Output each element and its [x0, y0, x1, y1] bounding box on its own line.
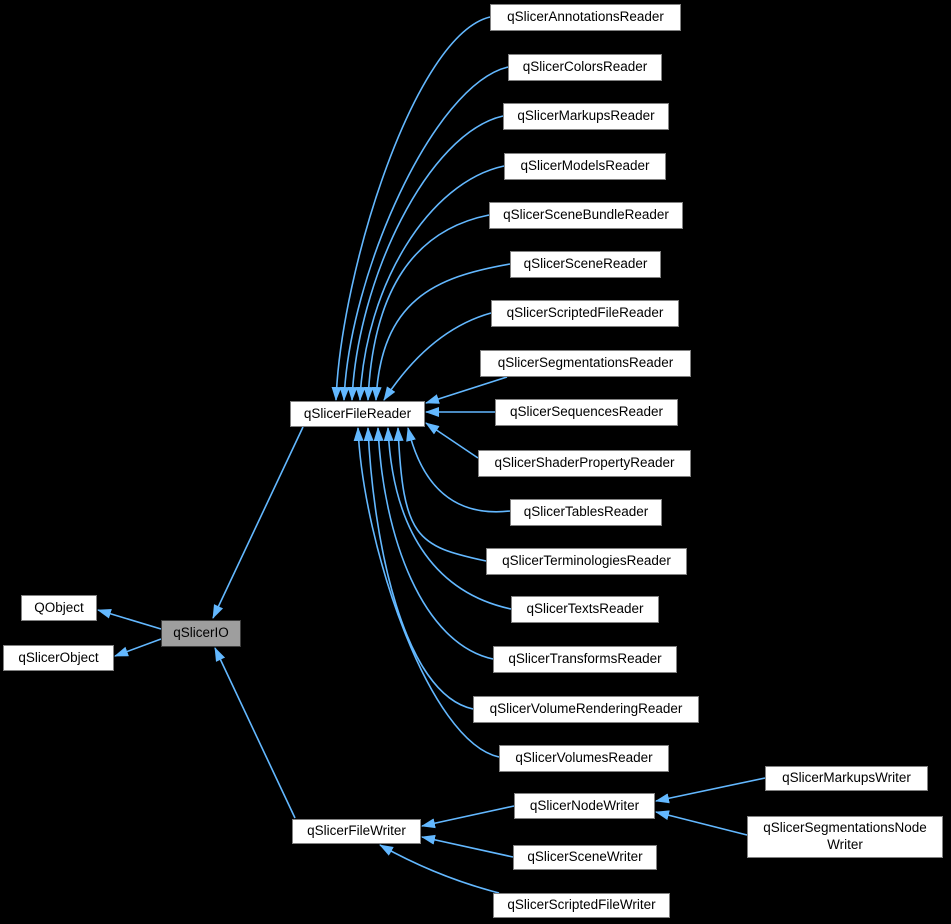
class-node-qSlicerSceneBundleReader[interactable]: qSlicerSceneBundleReader [489, 202, 683, 229]
class-node-qSlicerShaderPropertyReader[interactable]: qSlicerShaderPropertyReader [478, 450, 691, 477]
class-node-qSlicerMarkupsWriter[interactable]: qSlicerMarkupsWriter [765, 766, 928, 791]
class-node-qSlicerMarkupsReader[interactable]: qSlicerMarkupsReader [503, 103, 669, 130]
class-node-qSlicerSequencesReader[interactable]: qSlicerSequencesReader [495, 399, 678, 426]
inheritance-edge-qSlicerColorsReader-to-qSlicerFileReader [339, 66, 509, 401]
inheritance-edge-qSlicerVolumeRenderingReader-to-qSlicerFileReader [363, 427, 474, 710]
inheritance-edge-qSlicerTerminologiesReader-to-qSlicerFileReader [393, 427, 487, 562]
inheritance-edge-qSlicerSceneWriter-to-qSlicerFileWriter [421, 834, 514, 858]
class-node-qSlicerSegmentationsNodeWriter[interactable]: qSlicerSegmentationsNode Writer [747, 816, 943, 858]
class-node-qSlicerScriptedFileReader[interactable]: qSlicerScriptedFileReader [491, 300, 679, 327]
class-node-qSlicerTablesReader[interactable]: qSlicerTablesReader [510, 499, 662, 526]
inheritance-edge-qSlicerNodeWriter-to-qSlicerFileWriter [421, 805, 515, 829]
class-node-qSlicerFileWriter[interactable]: qSlicerFileWriter [292, 819, 421, 844]
inheritance-edge-qSlicerSceneBundleReader-to-qSlicerFileReader [363, 214, 490, 401]
class-node-qSlicerSceneWriter[interactable]: qSlicerSceneWriter [513, 845, 657, 870]
class-node-qSlicerAnnotationsReader[interactable]: qSlicerAnnotationsReader [490, 4, 681, 31]
inheritance-edge-qSlicerTransformsReader-to-qSlicerFileReader [373, 427, 494, 660]
inheritance-edge-qSlicerTextsReader-to-qSlicerFileReader [383, 427, 512, 610]
inheritance-edge-qSlicerSegmentationsReader-to-qSlicerFileReader [425, 376, 508, 404]
class-node-QObject[interactable]: QObject [21, 595, 97, 621]
inheritance-edge-qSlicerMarkupsReader-to-qSlicerFileReader [347, 115, 504, 401]
class-node-qSlicerFileReader[interactable]: qSlicerFileReader [290, 401, 425, 427]
inheritance-edge-qSlicerFileWriter-to-qSlicerIO [214, 647, 296, 819]
inheritance-edge-qSlicerFileReader-to-qSlicerIO [212, 426, 304, 619]
inheritance-edge-qSlicerAnnotationsReader-to-qSlicerFileReader [331, 16, 491, 401]
inheritance-edge-qSlicerScriptedFileWriter-to-qSlicerFileWriter [379, 844, 500, 894]
class-node-qSlicerObject[interactable]: qSlicerObject [3, 645, 114, 671]
class-node-qSlicerIO: qSlicerIO [161, 620, 241, 647]
inheritance-edge-qSlicerSceneReader-to-qSlicerFileReader [371, 263, 511, 401]
inheritance-edge-qSlicerMarkupsWriter-to-qSlicerNodeWriter [655, 777, 766, 804]
class-node-qSlicerTerminologiesReader[interactable]: qSlicerTerminologiesReader [486, 548, 687, 575]
class-node-qSlicerVolumeRenderingReader[interactable]: qSlicerVolumeRenderingReader [473, 696, 699, 723]
inheritance-edge-qSlicerModelsReader-to-qSlicerFileReader [355, 165, 505, 401]
class-node-qSlicerVolumesReader[interactable]: qSlicerVolumesReader [499, 745, 669, 772]
class-node-qSlicerSegmentationsReader[interactable]: qSlicerSegmentationsReader [480, 350, 691, 377]
class-node-qSlicerColorsReader[interactable]: qSlicerColorsReader [508, 54, 662, 81]
inheritance-edge-qSlicerTablesReader-to-qSlicerFileReader [406, 427, 511, 513]
class-node-qSlicerSceneReader[interactable]: qSlicerSceneReader [510, 251, 661, 278]
class-node-qSlicerScriptedFileWriter[interactable]: qSlicerScriptedFileWriter [493, 893, 670, 918]
inheritance-edge-qSlicerScriptedFileReader-to-qSlicerFileReader [383, 312, 492, 401]
class-node-qSlicerNodeWriter[interactable]: qSlicerNodeWriter [514, 793, 655, 819]
inheritance-edge-qSlicerIO-to-QObject [97, 608, 162, 630]
inheritance-edge-qSlicerSegmentationsNodeWriter-to-qSlicerNodeWriter [655, 810, 748, 836]
class-node-qSlicerTextsReader[interactable]: qSlicerTextsReader [511, 596, 659, 623]
inheritance-edge-qSlicerShaderPropertyReader-to-qSlicerFileReader [425, 422, 479, 459]
class-node-qSlicerModelsReader[interactable]: qSlicerModelsReader [504, 153, 666, 180]
class-node-qSlicerTransformsReader[interactable]: qSlicerTransformsReader [493, 646, 677, 673]
inheritance-edge-qSlicerIO-to-qSlicerObject [114, 638, 162, 657]
inheritance-edge-qSlicerVolumesReader-to-qSlicerFileReader [353, 427, 500, 758]
